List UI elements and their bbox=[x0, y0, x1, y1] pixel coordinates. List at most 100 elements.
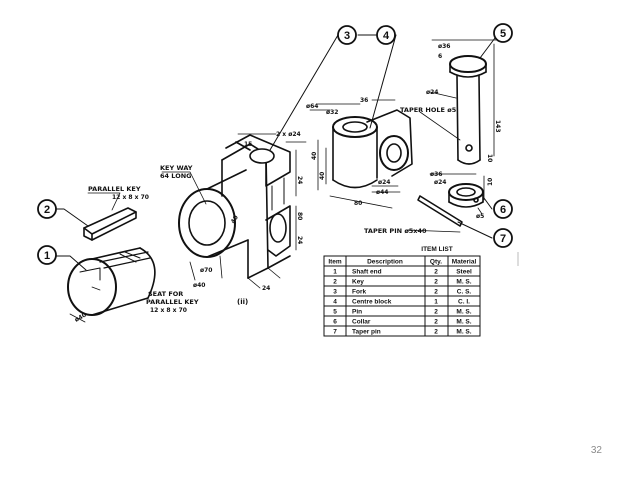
callout-4: 4 bbox=[376, 25, 396, 45]
callout-5: 5 bbox=[493, 23, 513, 43]
table-row: 1 Shaft end 2 Steel bbox=[333, 269, 472, 276]
seat-for-label: SEAT FOR bbox=[148, 290, 183, 298]
svg-text:10: 10 bbox=[487, 178, 494, 186]
svg-text:ø70: ø70 bbox=[200, 267, 212, 274]
parallel-key-size: 12 x 8 x 70 bbox=[112, 194, 149, 201]
svg-text:ø24: ø24 bbox=[434, 179, 446, 186]
callout-1: 1 bbox=[37, 245, 57, 265]
svg-text:ø40: ø40 bbox=[193, 282, 205, 289]
callout-7: 7 bbox=[493, 228, 513, 248]
svg-text:Steel: Steel bbox=[456, 269, 472, 276]
svg-text:2: 2 bbox=[44, 204, 50, 216]
svg-text:1: 1 bbox=[434, 299, 438, 306]
table-row: 3 Fork 2 C. S. bbox=[333, 289, 471, 296]
item-list-title: ITEM LIST bbox=[421, 246, 452, 253]
svg-text:36: 36 bbox=[360, 97, 368, 104]
svg-text:ø5: ø5 bbox=[476, 213, 484, 220]
taper-pin-label: TAPER PIN ø5x40 bbox=[364, 227, 427, 235]
callout-6: 6 bbox=[493, 199, 513, 219]
svg-text:6: 6 bbox=[438, 53, 442, 60]
table-row: 6 Collar 2 M. S. bbox=[333, 319, 472, 326]
svg-text:Centre block: Centre block bbox=[352, 299, 392, 306]
svg-text:2: 2 bbox=[434, 279, 438, 286]
svg-text:Collar: Collar bbox=[352, 319, 371, 326]
callout-3: 3 bbox=[337, 25, 357, 45]
svg-text:4: 4 bbox=[333, 299, 337, 306]
annotation-labels: KEY WAY 64 LONG PARALLEL KEY 12 x 8 x 70… bbox=[88, 106, 457, 314]
svg-text:4: 4 bbox=[383, 30, 390, 42]
table-header-row: Item Description Qty. Material bbox=[328, 259, 476, 266]
svg-text:M. S.: M. S. bbox=[456, 319, 471, 326]
svg-text:143: 143 bbox=[494, 120, 501, 133]
svg-text:Shaft end: Shaft end bbox=[352, 269, 382, 276]
slide-page-number: 32 bbox=[590, 445, 602, 456]
svg-text:ø24: ø24 bbox=[378, 179, 390, 186]
svg-text:24: 24 bbox=[296, 236, 303, 244]
svg-text:24: 24 bbox=[262, 285, 270, 292]
svg-text:Key: Key bbox=[352, 279, 364, 286]
svg-text:3: 3 bbox=[333, 289, 337, 296]
svg-text:80: 80 bbox=[354, 200, 362, 207]
svg-text:ø44: ø44 bbox=[376, 189, 388, 196]
pin-part bbox=[419, 39, 501, 165]
svg-text:2: 2 bbox=[434, 269, 438, 276]
parallel-key-part bbox=[83, 192, 137, 241]
svg-text:40: 40 bbox=[230, 214, 240, 225]
parallel-key-label: PARALLEL KEY bbox=[88, 185, 141, 193]
svg-text:Pin: Pin bbox=[352, 309, 362, 316]
svg-text:5: 5 bbox=[333, 309, 337, 316]
svg-text:2: 2 bbox=[434, 309, 438, 316]
svg-text:Description: Description bbox=[367, 259, 403, 266]
svg-text:ø36: ø36 bbox=[430, 171, 442, 178]
svg-text:40: 40 bbox=[311, 152, 318, 160]
collar-part bbox=[429, 173, 485, 215]
view-label: (ii) bbox=[237, 298, 248, 306]
svg-text:80: 80 bbox=[296, 212, 303, 220]
svg-text:M. S.: M. S. bbox=[456, 309, 471, 316]
taper-pin-part bbox=[405, 195, 463, 233]
taper-hole-label: TAPER HOLE ø5 bbox=[400, 106, 457, 114]
centre-block-part bbox=[309, 99, 413, 209]
svg-text:Taper pin: Taper pin bbox=[352, 329, 381, 336]
svg-text:ø36: ø36 bbox=[438, 43, 450, 50]
svg-text:5: 5 bbox=[500, 28, 506, 40]
svg-text:10: 10 bbox=[486, 154, 493, 162]
svg-text:Fork: Fork bbox=[352, 289, 366, 296]
table-row: 5 Pin 2 M. S. bbox=[333, 309, 472, 316]
seat-size: 12 x 8 x 70 bbox=[150, 307, 187, 314]
svg-text:Qty.: Qty. bbox=[430, 259, 442, 266]
svg-text:M. S.: M. S. bbox=[456, 329, 471, 336]
svg-text:2: 2 bbox=[333, 279, 337, 286]
svg-text:2 x ø24: 2 x ø24 bbox=[276, 131, 301, 138]
svg-text:Item: Item bbox=[328, 259, 342, 266]
svg-text:15: 15 bbox=[244, 141, 252, 148]
svg-text:1: 1 bbox=[44, 250, 50, 262]
svg-text:6: 6 bbox=[500, 204, 506, 216]
svg-text:M. S.: M. S. bbox=[456, 279, 471, 286]
svg-text:40: 40 bbox=[319, 172, 326, 180]
svg-text:C. I.: C. I. bbox=[458, 299, 470, 306]
fork-part bbox=[161, 133, 307, 289]
svg-text:ø24: ø24 bbox=[426, 89, 438, 96]
table-row: 4 Centre block 1 C. I. bbox=[333, 299, 470, 306]
svg-text:2: 2 bbox=[434, 289, 438, 296]
svg-text:ø64: ø64 bbox=[306, 103, 318, 110]
shaft-end-part bbox=[67, 247, 156, 323]
svg-text:7: 7 bbox=[500, 233, 506, 245]
key-way-size: 64 LONG bbox=[160, 172, 192, 180]
seat-parallel-key-label: PARALLEL KEY bbox=[146, 298, 199, 306]
svg-text:6: 6 bbox=[333, 319, 337, 326]
item-list-table: ITEM LIST Item Description Qty. Material… bbox=[323, 246, 481, 337]
svg-text:Material: Material bbox=[452, 259, 477, 266]
svg-text:C. S.: C. S. bbox=[457, 289, 472, 296]
callout-2: 2 bbox=[37, 199, 57, 219]
svg-text:ø32: ø32 bbox=[326, 109, 338, 116]
key-way-label: KEY WAY bbox=[160, 164, 193, 172]
svg-text:24: 24 bbox=[296, 176, 303, 184]
dimension-labels: ø40 2 x ø24 ø40 ø70 24 80 24 15 40 24 ø6… bbox=[74, 43, 502, 324]
svg-text:2: 2 bbox=[434, 329, 438, 336]
table-row: 2 Key 2 M. S. bbox=[333, 279, 472, 286]
table-row: 7 Taper pin 2 M. S. bbox=[333, 329, 472, 336]
svg-text:7: 7 bbox=[333, 329, 337, 336]
